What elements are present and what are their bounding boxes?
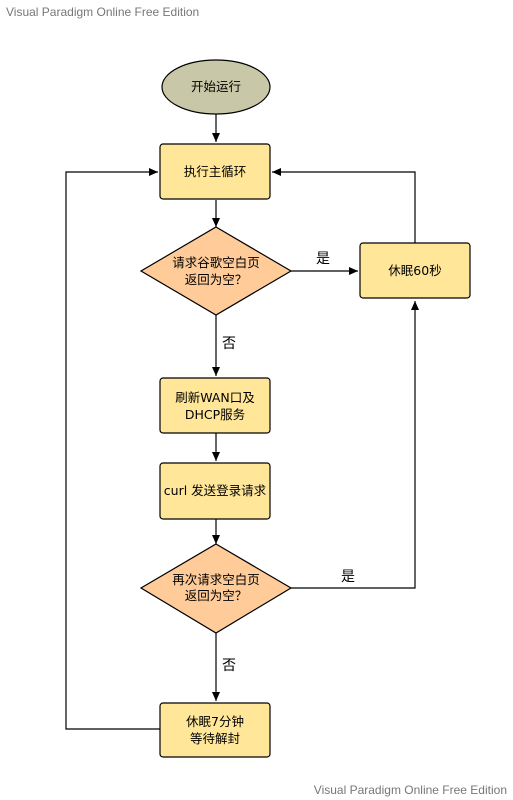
watermark-top: Visual Paradigm Online Free Edition <box>6 5 200 19</box>
refresh-label-line2: DHCP服务 <box>185 407 245 422</box>
check2-decision-shape <box>139 543 293 634</box>
node-check2: 再次请求空白页 返回为空？ <box>139 543 293 634</box>
check2-no-label: 否 <box>222 658 236 674</box>
refresh-label-line1: 刷新WAN口及 <box>175 390 255 405</box>
node-refresh: 刷新WAN口及 DHCP服务 <box>159 377 271 434</box>
node-sleep7: 休眠7分钟 等待解封 <box>159 702 271 758</box>
refresh-box <box>159 377 271 434</box>
sleep7-label-line2: 等待解封 <box>190 731 240 746</box>
sleep60-box <box>359 242 471 299</box>
main-loop-box <box>159 143 271 200</box>
check2-label-line1: 再次请求空白页 <box>172 572 260 587</box>
node-sleep60: 休眠60秒 <box>359 242 471 299</box>
check1-decision-shape <box>139 226 293 316</box>
edge-check2-yes <box>291 301 419 589</box>
sleep60-label: 休眠60秒 <box>388 263 441 278</box>
node-login: curl 发送登录请求 <box>159 462 271 520</box>
edge-sleep7-to-main <box>65 168 160 730</box>
edge-sleep60-to-main <box>272 168 416 243</box>
check1-label-line1: 请求谷歌空白页 <box>172 255 260 270</box>
start-label: 开始运行 <box>191 79 241 94</box>
main-loop-label: 执行主循环 <box>184 164 247 179</box>
login-label: curl 发送登录请求 <box>164 483 267 498</box>
node-main-loop: 执行主循环 <box>159 143 271 200</box>
check1-no-label: 否 <box>222 336 236 352</box>
start-terminal-shape <box>161 59 271 115</box>
check1-label-line2: 返回为空？ <box>185 272 248 287</box>
sleep7-label-line1: 休眠7分钟 <box>186 714 244 729</box>
node-check1: 请求谷歌空白页 返回为空？ <box>139 226 293 316</box>
check1-yes-label: 是 <box>316 251 330 267</box>
sleep7-box <box>159 702 271 758</box>
node-start: 开始运行 <box>161 59 271 115</box>
check2-yes-label: 是 <box>341 569 355 585</box>
edges <box>65 114 419 730</box>
check2-label-line2: 返回为空？ <box>185 588 248 603</box>
watermark-bottom: Visual Paradigm Online Free Edition <box>313 783 507 797</box>
login-box <box>159 462 271 520</box>
